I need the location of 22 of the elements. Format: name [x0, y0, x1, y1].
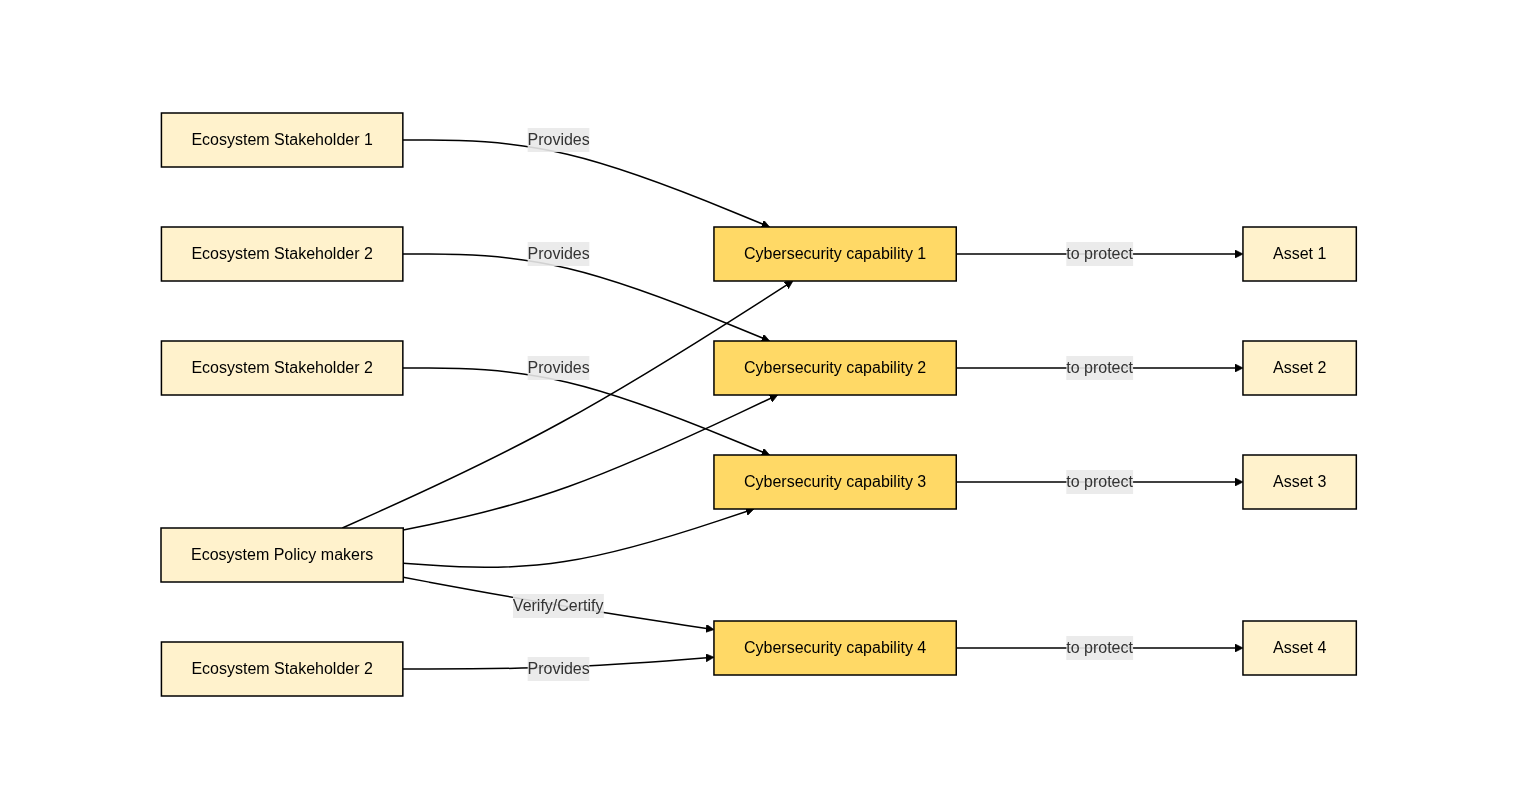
node-box: Ecosystem Stakeholder 2 [161, 640, 404, 697]
node-box: Cybersecurity capability 2 [713, 339, 958, 396]
edge-label: to protect [1066, 358, 1134, 376]
edge-label: Provides [527, 244, 591, 262]
node-box: Asset 3 [1242, 453, 1358, 510]
node-box: Ecosystem Stakeholder 2 [161, 339, 404, 396]
edge-label: to protect [1066, 244, 1134, 262]
node-box: Cybersecurity capability 4 [713, 619, 958, 676]
edge-label: to protect [1066, 472, 1134, 490]
node-box: Asset 2 [1242, 339, 1358, 396]
edge-label: Provides [527, 130, 591, 148]
node-box: Asset 4 [1242, 619, 1358, 676]
edge-label: Provides [527, 659, 591, 677]
edge-label: to protect [1066, 638, 1134, 656]
node-box: Ecosystem Stakeholder 1 [161, 111, 404, 168]
edge-label: Provides [527, 358, 591, 376]
node-box: Cybersecurity capability 1 [713, 225, 958, 282]
edge-label: Verify/Certify [513, 596, 604, 614]
node-box: Ecosystem Policy makers [160, 526, 405, 583]
node-box: Ecosystem Stakeholder 2 [161, 225, 404, 282]
node-box: Asset 1 [1242, 225, 1358, 282]
node-box: Cybersecurity capability 3 [713, 453, 958, 510]
